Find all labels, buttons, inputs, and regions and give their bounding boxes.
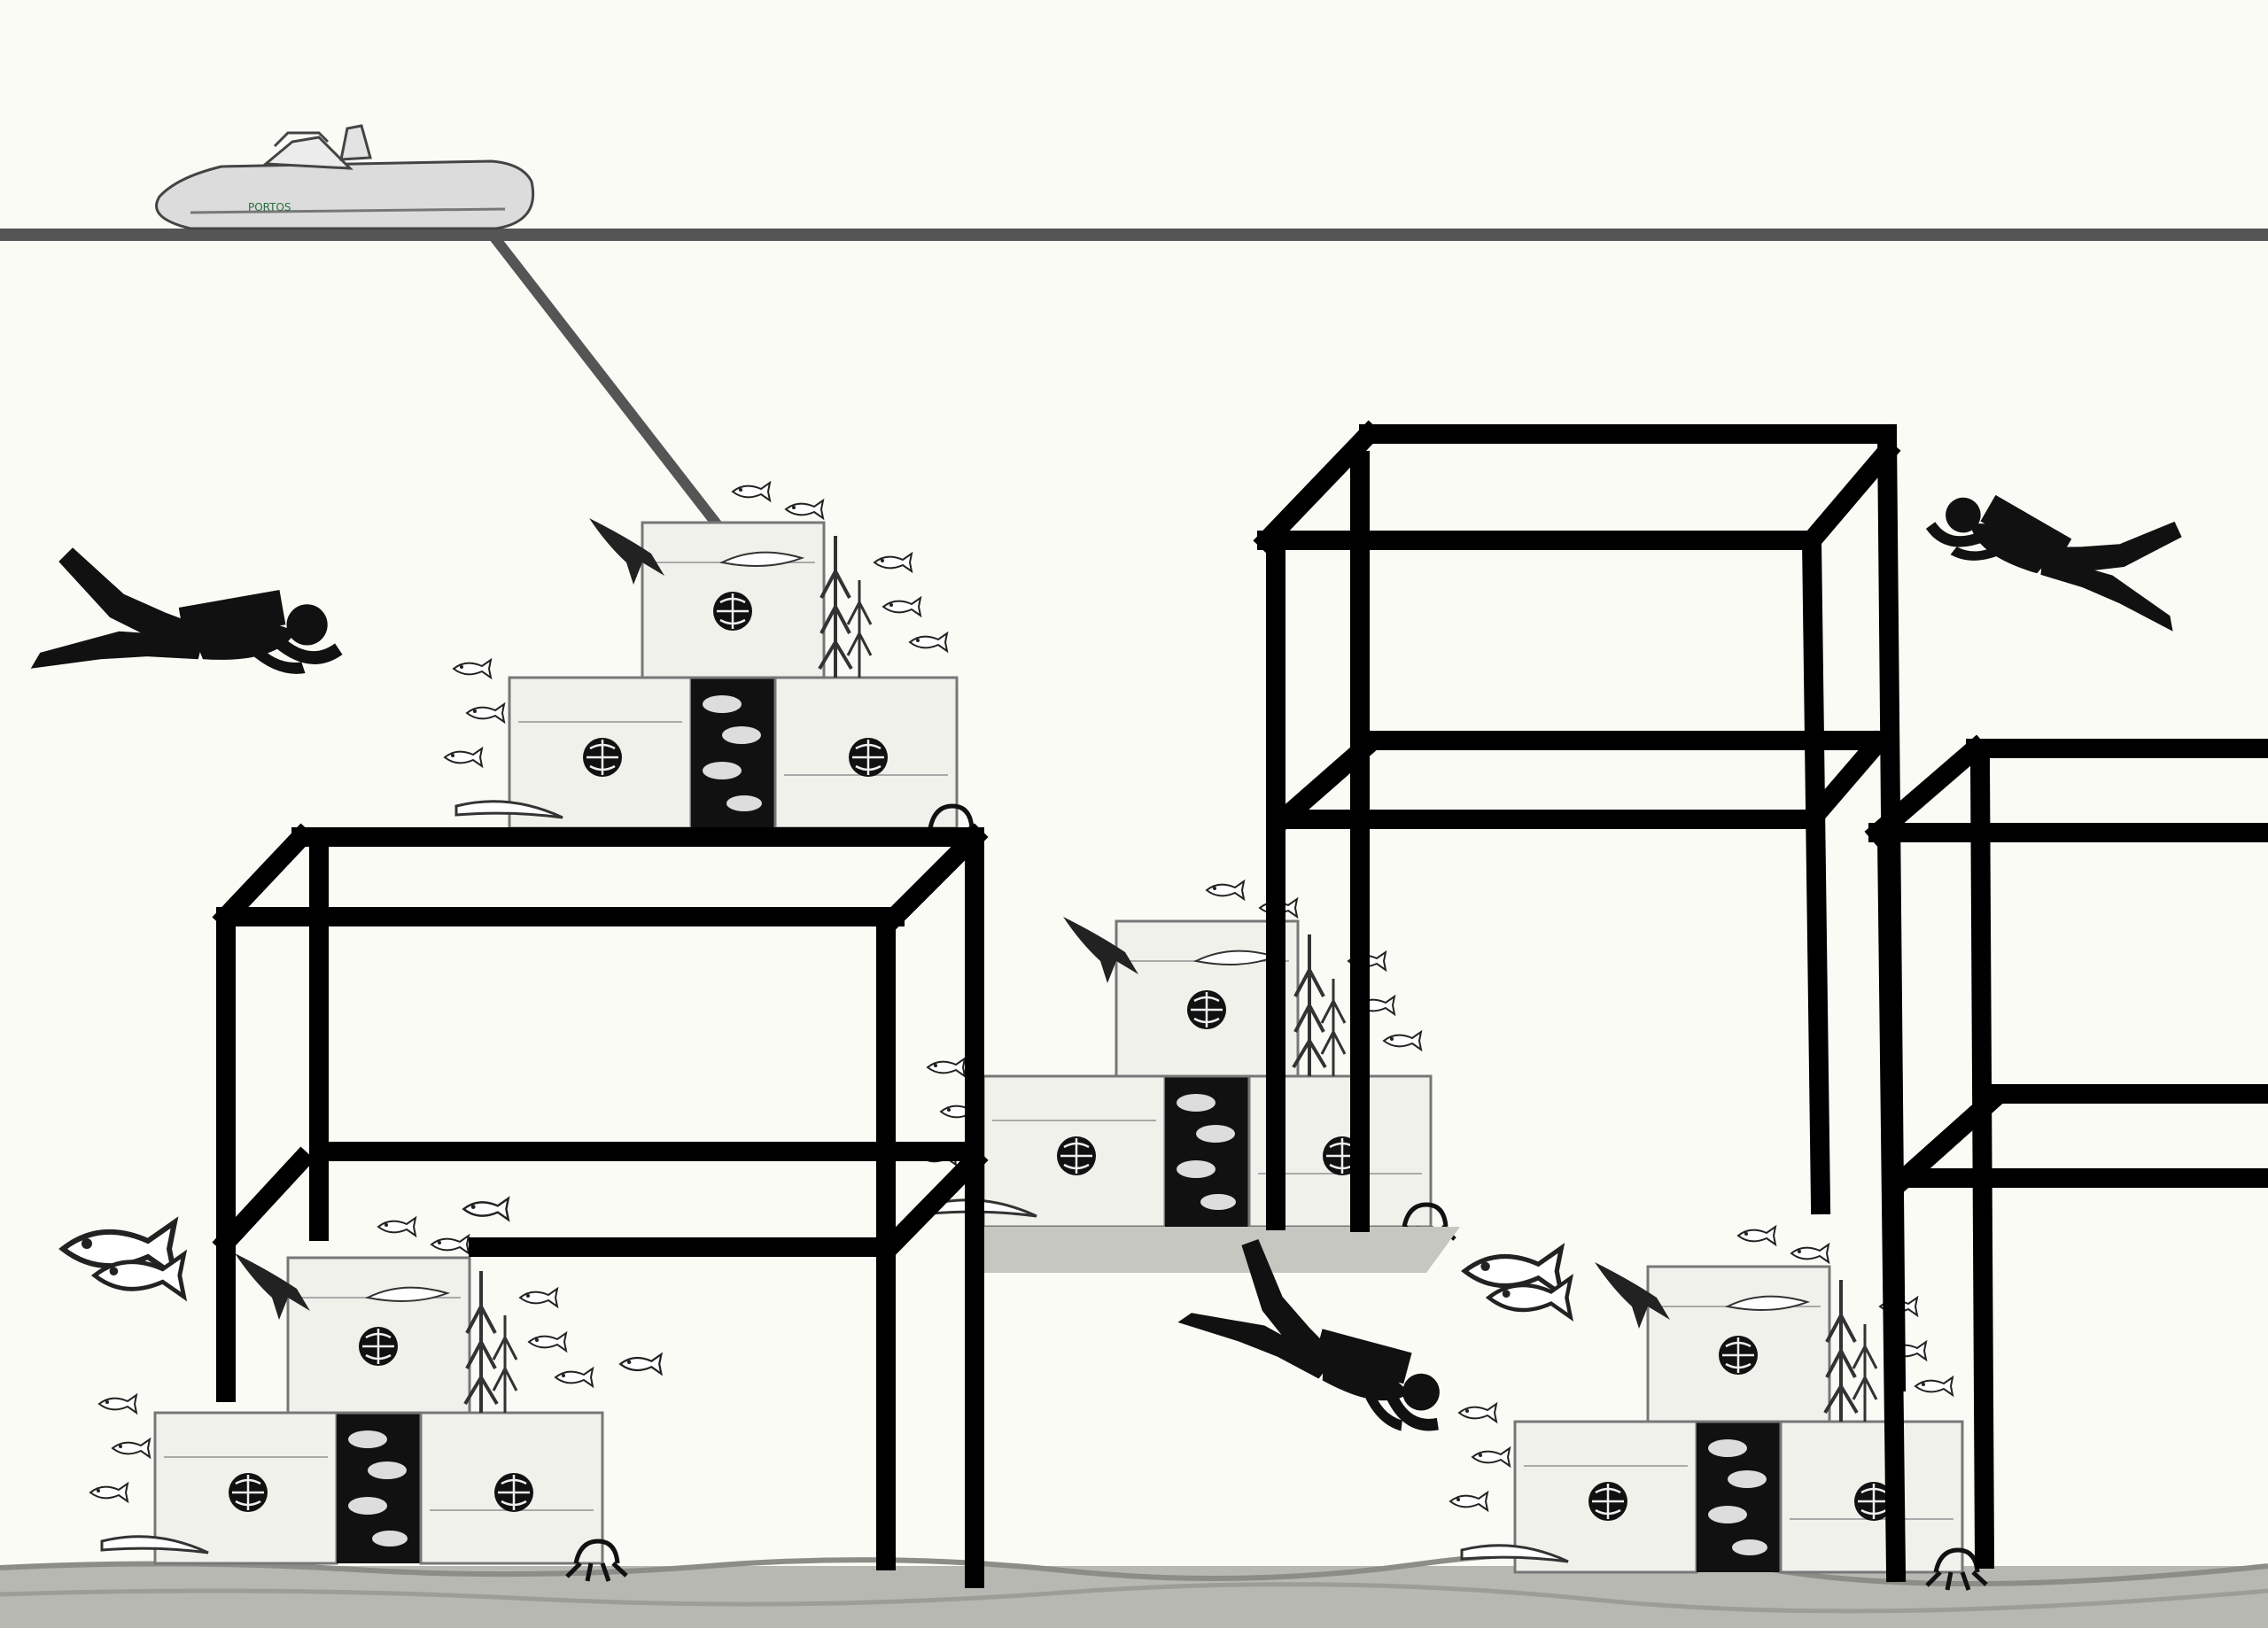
diver-icon-left <box>30 547 343 674</box>
boat-hull-label: PORTOS <box>248 201 291 213</box>
water-surface-line <box>0 229 2268 241</box>
center-platform <box>983 1227 1460 1273</box>
boat-icon: PORTOS <box>155 124 535 230</box>
steel-frame-right <box>1864 734 2268 1583</box>
reef-module-top-left <box>445 483 981 846</box>
steel-frame-left <box>212 823 989 1588</box>
reef-module-center <box>919 881 1455 1244</box>
diver-icon-right <box>1920 442 2209 636</box>
steel-frame-middle <box>1253 420 1907 1392</box>
